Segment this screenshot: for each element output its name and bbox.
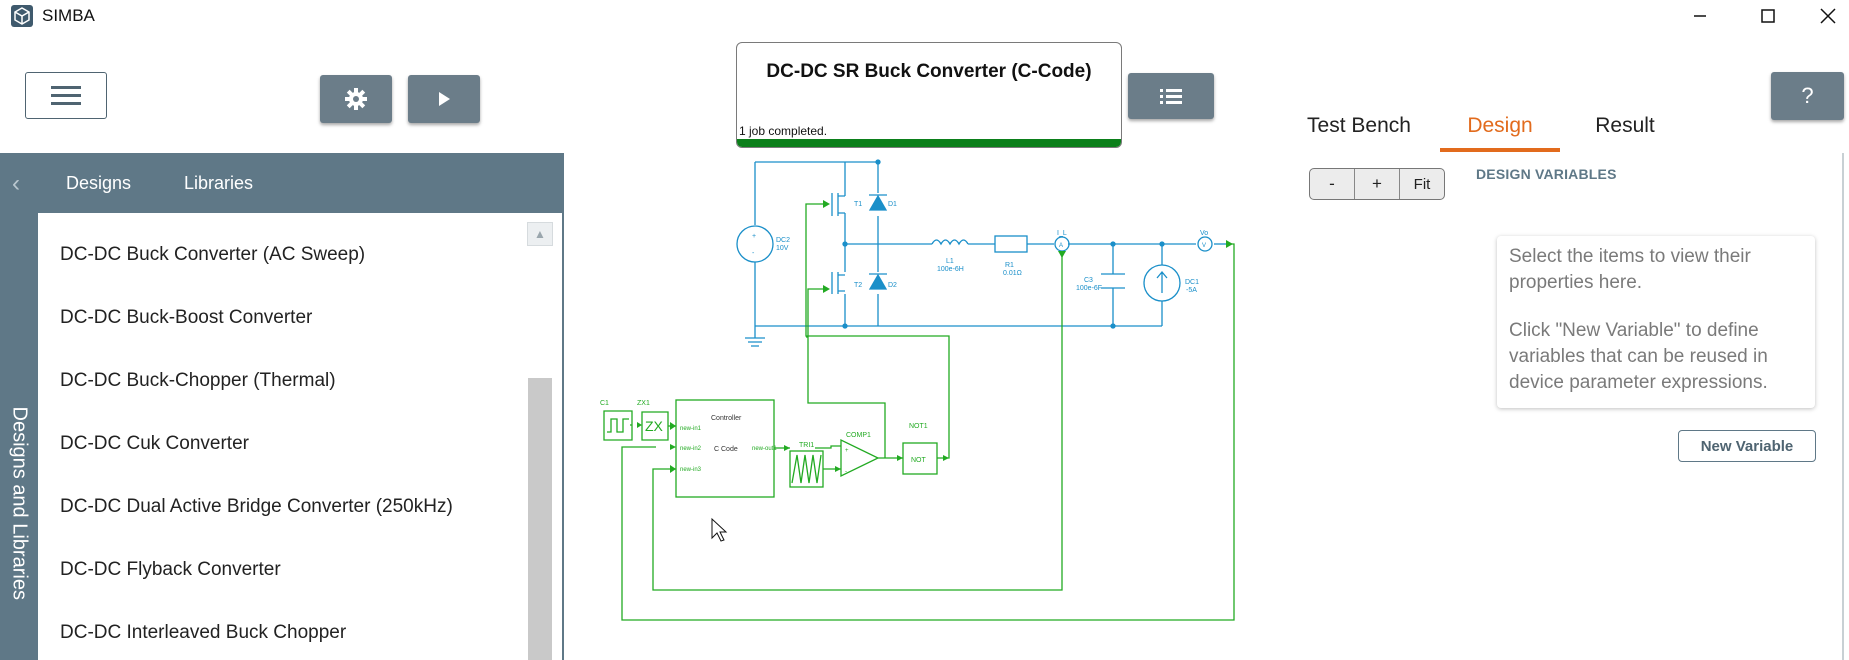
d1-label: D1 bbox=[888, 201, 897, 208]
minimize-icon bbox=[1694, 15, 1706, 17]
new-variable-button[interactable]: New Variable bbox=[1678, 430, 1816, 462]
settings-button[interactable] bbox=[320, 75, 392, 123]
hamburger-menu-icon bbox=[51, 85, 81, 105]
vo-label: Vo bbox=[1200, 230, 1208, 237]
r1-label: R1 bbox=[1005, 262, 1014, 269]
list-item[interactable]: DC-DC Interleaved Buck Chopper bbox=[60, 622, 347, 643]
zoom-out-button[interactable]: - bbox=[1310, 169, 1355, 199]
l1-label: L1 bbox=[946, 258, 954, 265]
job-progress-bar bbox=[737, 139, 1121, 147]
arrow-up-icon: ▲ bbox=[534, 227, 546, 241]
svg-text:+: + bbox=[752, 233, 756, 240]
list-item[interactable]: DC-DC Buck-Boost Converter bbox=[60, 307, 313, 328]
close-button[interactable] bbox=[1800, 0, 1849, 32]
controller-title: Controller bbox=[711, 415, 742, 422]
svg-text:-: - bbox=[845, 469, 847, 475]
zx1-label: ZX1 bbox=[637, 400, 650, 407]
il-label: I_L bbox=[1057, 230, 1067, 237]
right-panel-edge bbox=[1842, 153, 1844, 660]
c1-label: C1 bbox=[600, 400, 609, 407]
dc2-label: DC2 bbox=[776, 237, 790, 244]
t1-label: T1 bbox=[854, 201, 862, 208]
comp1-label: COMP1 bbox=[846, 432, 871, 439]
zoom-in-button[interactable]: + bbox=[1355, 169, 1400, 199]
designs-list: DC-DC Buck Converter (AC Sweep) DC-DC Bu… bbox=[38, 213, 562, 660]
l1-value: 100e-6H bbox=[937, 266, 964, 273]
menu-button[interactable] bbox=[25, 72, 107, 119]
tab-result[interactable]: Result bbox=[1595, 114, 1655, 137]
design-title: DC-DC SR Buck Converter (C-Code) bbox=[766, 61, 1092, 82]
app-title: SIMBA bbox=[42, 6, 95, 25]
scrollbar-thumb[interactable] bbox=[528, 378, 552, 660]
close-icon bbox=[1820, 8, 1836, 24]
simba-cube-icon bbox=[10, 4, 34, 28]
list-item[interactable]: DC-DC Buck Converter (AC Sweep) bbox=[60, 244, 366, 265]
minimize-button[interactable] bbox=[1672, 0, 1728, 32]
schematic-canvas[interactable]: +- DC2 10V T1 D1 T2 D2 L1 100e-6H R1 0.0… bbox=[564, 153, 1484, 660]
dc1-value: -5A bbox=[1186, 287, 1197, 294]
active-tab-indicator bbox=[1440, 148, 1560, 152]
dc2-value: 10V bbox=[776, 245, 789, 252]
zx-text: ZX bbox=[645, 418, 664, 434]
design-variables-heading: DESIGN VARIABLES bbox=[1476, 166, 1617, 182]
new-variable-info-text: Click "New Variable" to define variables… bbox=[1509, 320, 1768, 393]
designs-panel-header bbox=[0, 153, 562, 213]
tab-design[interactable]: Design bbox=[1467, 114, 1533, 137]
scroll-up-button[interactable]: ▲ bbox=[527, 222, 553, 246]
t2-label: T2 bbox=[854, 282, 862, 289]
r1-value: 0.01Ω bbox=[1003, 270, 1022, 277]
job-status-card: DC-DC SR Buck Converter (C-Code) 1 job c… bbox=[736, 42, 1122, 148]
tri1-label: TRI1 bbox=[799, 442, 814, 449]
panel-divider[interactable] bbox=[562, 153, 564, 660]
help-button[interactable]: ? bbox=[1771, 72, 1844, 120]
newin1-label: new-in1 bbox=[680, 426, 702, 432]
job-list-button[interactable] bbox=[1128, 73, 1214, 119]
list-icon bbox=[1160, 89, 1182, 104]
mouse-cursor-icon bbox=[711, 517, 728, 542]
svg-text:A: A bbox=[1059, 243, 1063, 249]
side-strip[interactable] bbox=[0, 153, 38, 660]
title-bar bbox=[0, 0, 1849, 32]
play-icon bbox=[439, 92, 450, 106]
run-simulation-button[interactable] bbox=[408, 75, 480, 123]
newout1-label: new-out1 bbox=[752, 446, 777, 452]
svg-text:-: - bbox=[752, 250, 755, 257]
list-item[interactable]: DC-DC Cuk Converter bbox=[60, 433, 249, 454]
side-strip-label: Designs and Libraries bbox=[8, 406, 31, 600]
gear-icon bbox=[345, 88, 367, 110]
c3-value: 100e-6F bbox=[1076, 285, 1102, 292]
newin3-label: new-in3 bbox=[680, 467, 702, 473]
tab-test-bench[interactable]: Test Bench bbox=[1307, 114, 1411, 137]
job-status-text: 1 job completed. bbox=[739, 124, 828, 138]
properties-info-text: Select the items to view their propertie… bbox=[1509, 246, 1751, 293]
maximize-icon bbox=[1761, 9, 1775, 23]
list-item[interactable]: DC-DC Buck-Chopper (Thermal) bbox=[60, 370, 336, 391]
c3-label: C3 bbox=[1084, 277, 1093, 284]
svg-text:+: + bbox=[845, 448, 849, 454]
tab-designs[interactable]: Designs bbox=[66, 173, 132, 193]
maximize-button[interactable] bbox=[1740, 0, 1796, 32]
properties-info-card: Select the items to view their propertie… bbox=[1497, 236, 1815, 408]
help-icon: ? bbox=[1801, 83, 1814, 108]
zoom-fit-button[interactable]: Fit bbox=[1413, 175, 1431, 193]
zoom-controls: - + Fit bbox=[1309, 168, 1445, 200]
d2-label: D2 bbox=[888, 282, 897, 289]
list-item[interactable]: DC-DC Dual Active Bridge Converter (250k… bbox=[60, 496, 453, 517]
not1-label: NOT1 bbox=[909, 423, 928, 430]
controller-ccode: C Code bbox=[714, 446, 738, 453]
tab-libraries[interactable]: Libraries bbox=[184, 173, 254, 193]
list-item[interactable]: DC-DC Flyback Converter bbox=[60, 559, 281, 580]
not-text: NOT bbox=[911, 457, 927, 464]
collapse-panel-icon[interactable]: ‹ bbox=[12, 170, 20, 197]
svg-text:V: V bbox=[1202, 243, 1206, 249]
dc1-label: DC1 bbox=[1185, 279, 1199, 286]
newin2-label: new-in2 bbox=[680, 446, 702, 452]
